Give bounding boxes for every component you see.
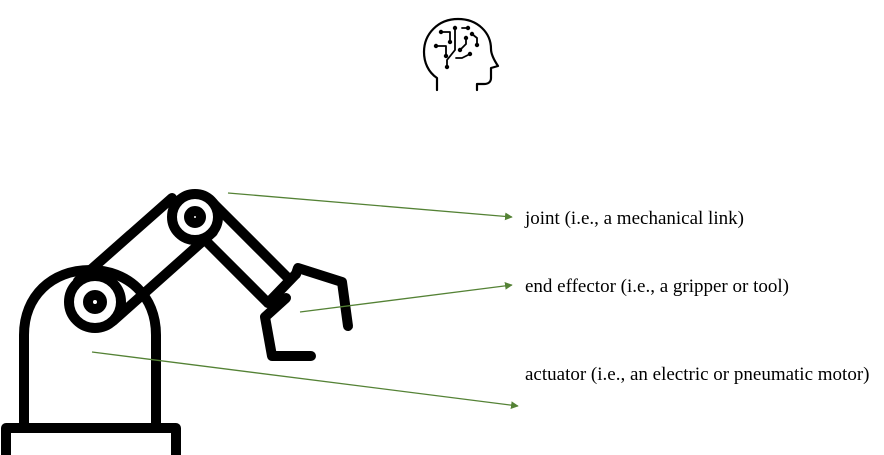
robot-base — [1, 423, 181, 455]
end-effector-label: end effector (i.e., a gripper or tool) — [525, 276, 789, 297]
wrist — [263, 269, 301, 308]
gripper-lower-finger — [260, 293, 316, 361]
robotic-arm-icon — [1, 189, 353, 455]
elbow-pin — [184, 206, 206, 228]
gripper-upper-finger — [291, 263, 353, 331]
elbow-joint — [167, 189, 223, 245]
shoulder-joint — [64, 271, 126, 333]
shoulder-pin — [83, 290, 107, 314]
actuator-arrow — [91, 351, 519, 409]
joint-label: joint (i.e., a mechanical link) — [525, 208, 744, 229]
joint-arrow — [227, 192, 513, 221]
end-effector-arrow — [299, 282, 513, 313]
actuator-label: actuator (i.e., an electric or pneumatic… — [525, 364, 870, 385]
ai-head-circuit-icon — [422, 17, 500, 92]
